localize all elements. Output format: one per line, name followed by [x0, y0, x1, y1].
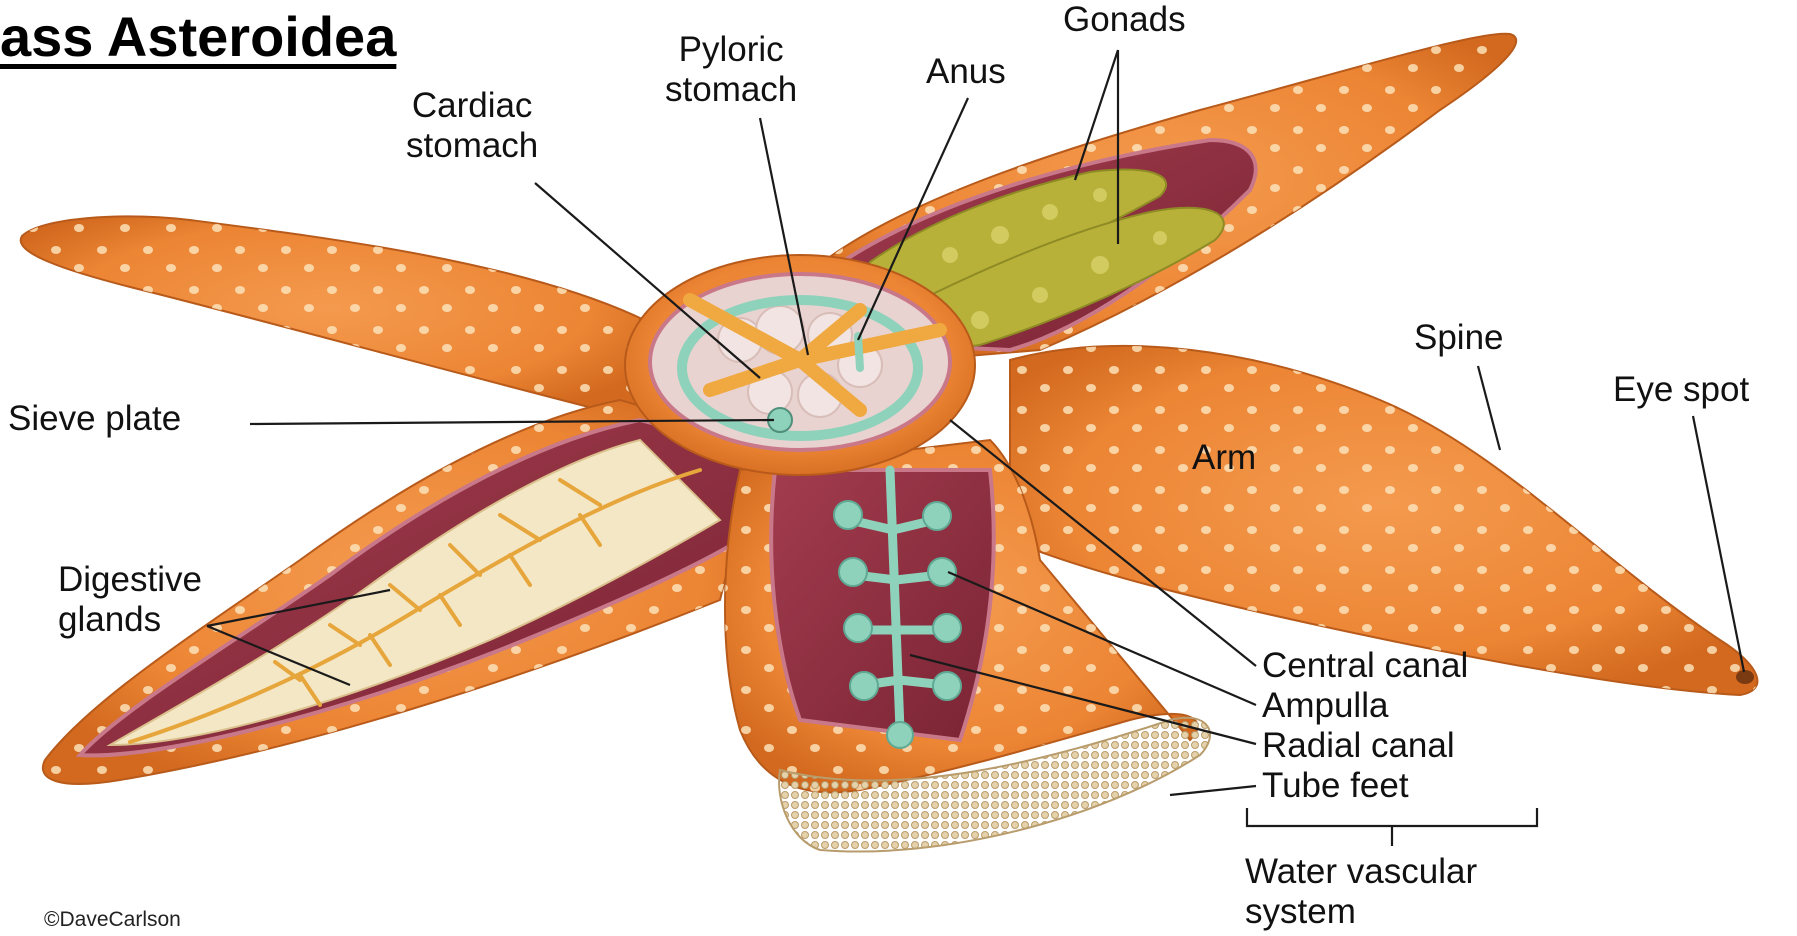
page-title: ass Asteroidea — [0, 4, 396, 69]
central-disc — [625, 255, 975, 475]
anus — [858, 336, 860, 368]
arm-upper-left — [21, 217, 640, 420]
label-gonads: Gonads — [1063, 0, 1186, 40]
label-digestive-glands: Digestive glands — [58, 560, 202, 640]
label-spine: Spine — [1414, 318, 1504, 358]
leader-tube-feet — [1170, 786, 1256, 795]
label-arm: Arm — [1192, 438, 1256, 478]
label-sieve-plate: Sieve plate — [8, 399, 181, 439]
copyright-credit: ©DaveCarlson — [44, 908, 181, 932]
label-radial-canal: Radial canal — [1262, 726, 1455, 766]
label-anus: Anus — [926, 52, 1006, 92]
label-central-canal: Central canal — [1262, 646, 1468, 686]
label-pyloric-stomach: Pyloric stomach — [665, 30, 797, 110]
water-vascular-bracket — [1247, 808, 1537, 826]
label-eye-spot: Eye spot — [1613, 370, 1749, 410]
eye-spot — [1736, 670, 1754, 684]
label-cardiac-stomach: Cardiac stomach — [406, 86, 538, 166]
leader-spine — [1478, 366, 1500, 450]
label-water-vascular-system: Water vascular system — [1245, 852, 1477, 932]
label-ampulla: Ampulla — [1262, 686, 1388, 726]
label-tube-feet: Tube feet — [1262, 766, 1409, 806]
